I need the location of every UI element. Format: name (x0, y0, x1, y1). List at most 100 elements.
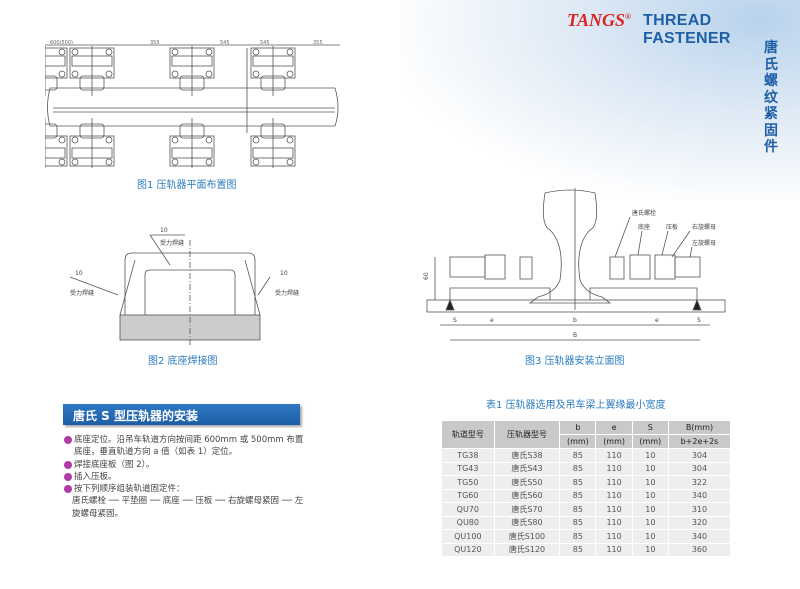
install-steps: 底座定位。沿吊车轨道方向按间距 600mm 或 500mm 布置底座，垂直轨道方… (64, 434, 304, 520)
table-cell: TG50 (442, 476, 494, 489)
spec-table: 轨道型号 压轨器型号 b e S B(mm) (mm) (mm) (mm) b+… (441, 420, 731, 557)
table-cell: 唐氏S50 (494, 476, 560, 489)
table-cell: 110 (596, 476, 632, 489)
label-base: 底座 (638, 223, 650, 231)
dim-label: 355 (313, 40, 323, 46)
table-cell: 85 (560, 476, 596, 489)
table-cell: 85 (560, 543, 596, 556)
svg-text:B: B (573, 332, 577, 339)
step-item: 焊接底座板（图 2）。 (64, 459, 304, 471)
table-cell: TG38 (442, 449, 494, 462)
table-cell: 304 (668, 462, 730, 475)
table-cell: 320 (668, 516, 730, 529)
col-header: B(mm) (668, 421, 730, 434)
table-cell: 唐氏S80 (494, 516, 560, 529)
figure-2-base-weld: 10 受力焊缝 10 受力焊缝 10 受力焊缝 (69, 227, 299, 345)
step-continuation: 唐氏螺栓 ── 平垫圈 ── 底座 ── 压板 ── 右旋螺母紧固 ── 左旋螺… (72, 496, 304, 519)
col-header: 轨道型号 (442, 421, 494, 448)
table-cell: 10 (632, 489, 668, 502)
table-cell: 110 (596, 543, 632, 556)
table-cell: 110 (596, 462, 632, 475)
svg-text:受力焊缝: 受力焊缝 (70, 289, 94, 297)
brand-logo: TANGS® (567, 10, 632, 30)
label-bolt: 唐氏螺栓 (632, 209, 656, 217)
table-cell: 310 (668, 503, 730, 516)
table-cell: 唐氏S100 (494, 530, 560, 543)
brand-tagline: THREAD FASTENER (643, 12, 731, 47)
table-cell: QU100 (442, 530, 494, 543)
svg-text:S: S (697, 317, 701, 324)
svg-text:e: e (655, 317, 659, 324)
svg-text:受力焊缝: 受力焊缝 (275, 289, 299, 297)
figure-3-elevation: 60 S e b e S B 唐氏螺栓 底座 压板 右旋螺母 左旋螺母 (423, 188, 726, 341)
weld-size: 10 (160, 227, 168, 234)
vertical-title: 唐氏螺纹紧固件 (764, 40, 778, 155)
weld-label: 受力焊缝 (160, 239, 184, 247)
table-cell: 10 (632, 530, 668, 543)
table-cell: 85 (560, 489, 596, 502)
figure-2-caption: 图2 底座焊接图 (148, 356, 218, 367)
table-cell: 304 (668, 449, 730, 462)
table-cell: 10 (632, 449, 668, 462)
table-cell: TG60 (442, 489, 494, 502)
header-background (400, 0, 800, 200)
table-cell: 10 (632, 476, 668, 489)
table-cell: 唐氏S38 (494, 449, 560, 462)
table-cell: 110 (596, 516, 632, 529)
svg-text:10: 10 (280, 270, 288, 277)
table-cell: QU120 (442, 543, 494, 556)
svg-text:e: e (490, 317, 494, 324)
dim-label: 600(500) (50, 40, 73, 46)
table-cell: 110 (596, 503, 632, 516)
table-cell: 340 (668, 530, 730, 543)
figure-3-caption: 图3 压轨器安装立面图 (525, 356, 625, 367)
svg-text:b: b (573, 317, 577, 324)
height-dim: 60 (423, 272, 430, 280)
table-cell: 唐氏S43 (494, 462, 560, 475)
table-cell: 10 (632, 462, 668, 475)
table-cell: 110 (596, 530, 632, 543)
table-title: 表1 压轨器选用及吊车梁上翼缘最小宽度 (486, 400, 666, 411)
dim-label: 545 (260, 40, 270, 46)
table-cell: 唐氏S70 (494, 503, 560, 516)
table-cell: 85 (560, 503, 596, 516)
figure-1-plan-layout: 600(500) 355 545 545 355 (45, 40, 340, 168)
table-cell: 85 (560, 462, 596, 475)
table-cell: 10 (632, 543, 668, 556)
dim-label: 355 (150, 40, 160, 46)
col-unit: (mm) (596, 435, 632, 448)
step-item: 按下列顺序组装轨道固定件： (64, 483, 304, 495)
table-cell: 360 (668, 543, 730, 556)
col-unit: b+2e+2s (668, 435, 730, 448)
table-cell: 唐氏S120 (494, 543, 560, 556)
table-cell: 110 (596, 449, 632, 462)
figure-1-caption: 图1 压轨器平面布置图 (137, 180, 237, 191)
svg-text:S: S (453, 317, 457, 324)
step-item: 底座定位。沿吊车轨道方向按间距 600mm 或 500mm 布置底座，垂直轨道方… (64, 434, 304, 459)
col-unit: (mm) (632, 435, 668, 448)
dim-label: 545 (220, 40, 230, 46)
table-cell: 85 (560, 449, 596, 462)
step-item: 插入压板。 (64, 471, 304, 483)
table-cell: 110 (596, 489, 632, 502)
table-cell: 340 (668, 489, 730, 502)
label-plate: 压板 (666, 223, 678, 231)
col-header: b (560, 421, 596, 434)
label-left-nut: 左旋螺母 (692, 239, 716, 247)
label-right-nut: 右旋螺母 (692, 223, 716, 231)
table-cell: 85 (560, 516, 596, 529)
table-cell: 10 (632, 503, 668, 516)
col-header: 压轨器型号 (494, 421, 560, 448)
table-cell: 322 (668, 476, 730, 489)
col-header: e (596, 421, 632, 434)
table-cell: QU70 (442, 503, 494, 516)
table-cell: QU80 (442, 516, 494, 529)
